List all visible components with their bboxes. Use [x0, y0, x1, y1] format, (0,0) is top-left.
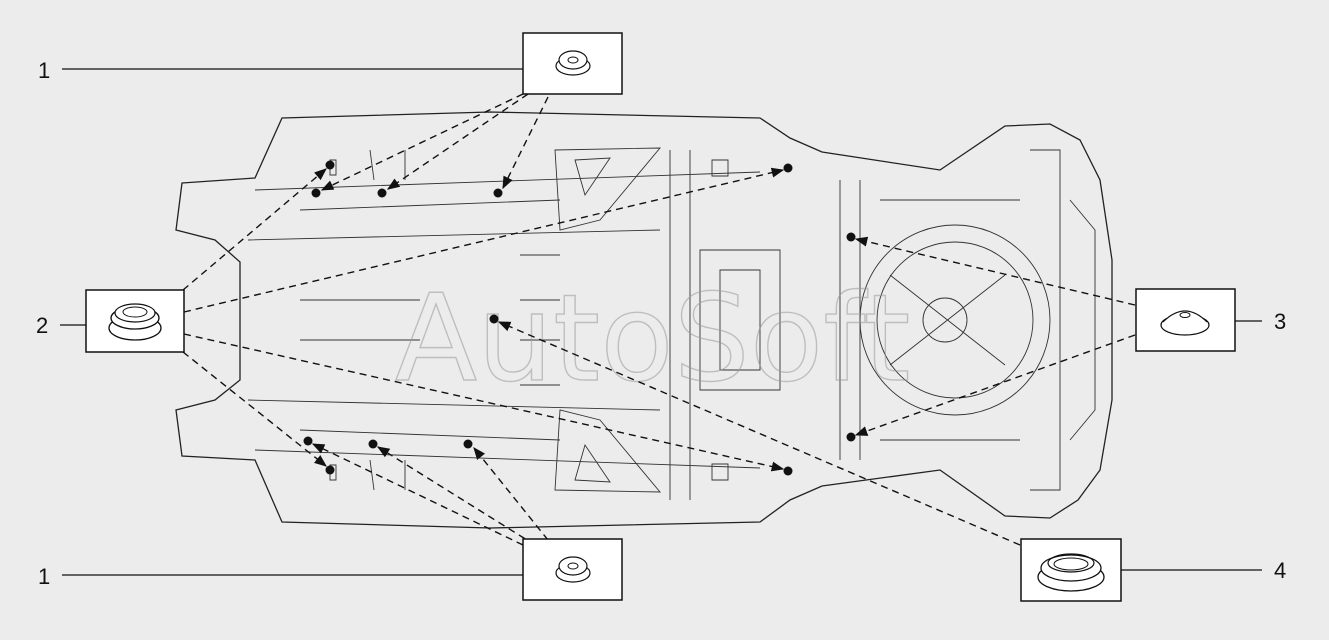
leader-lines	[182, 93, 1136, 546]
callout-number: 1	[38, 58, 50, 83]
mount-points	[303, 160, 856, 476]
callout-number: 1	[38, 564, 50, 589]
mount-point	[463, 439, 473, 449]
callout-2: 2	[36, 289, 185, 353]
mount-point	[489, 314, 499, 324]
mount-point	[311, 188, 321, 198]
callout-1-top: 1	[38, 32, 623, 95]
callout-number: 2	[36, 313, 48, 338]
callout-3: 3	[1135, 288, 1286, 352]
callout-number: 4	[1274, 558, 1286, 583]
mount-point	[303, 436, 313, 446]
vehicle-underbody	[175, 111, 1113, 529]
medium-grommet-icon	[108, 303, 162, 341]
mount-point	[846, 432, 856, 442]
mount-point	[368, 439, 378, 449]
callout-1-bottom: 1	[38, 538, 623, 601]
mount-point	[783, 466, 793, 476]
mount-point	[783, 163, 793, 173]
mount-point	[325, 160, 335, 170]
mount-point	[377, 188, 387, 198]
flat-plug-icon	[1160, 310, 1210, 336]
large-grommet-icon	[1037, 553, 1105, 592]
mount-point	[493, 188, 503, 198]
mount-point	[846, 232, 856, 242]
small-plug-icon	[555, 556, 591, 583]
callout-4: 4	[1020, 538, 1286, 602]
small-plug-icon	[555, 50, 591, 76]
watermark-text: AutoSoft	[395, 270, 910, 409]
mount-point	[325, 465, 335, 475]
callout-number: 3	[1274, 309, 1286, 334]
